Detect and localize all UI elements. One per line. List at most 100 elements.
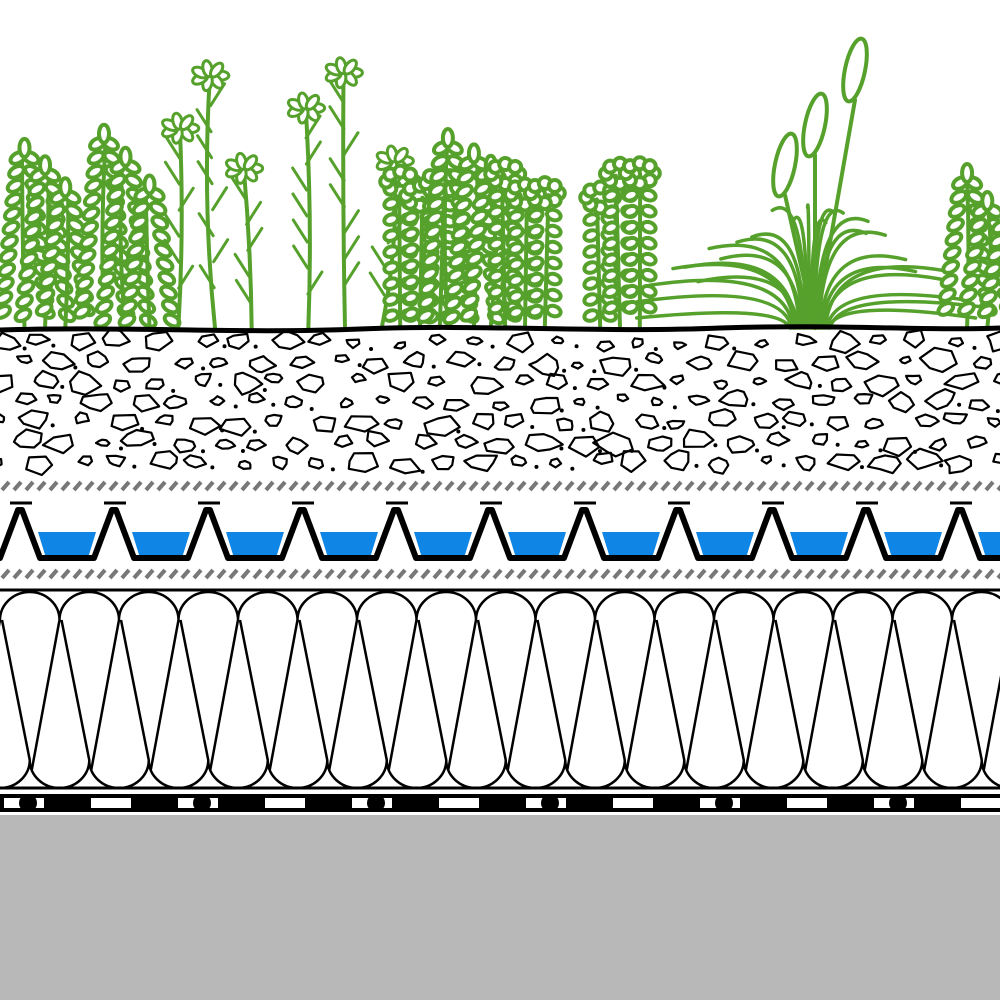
gravel-stone — [345, 338, 361, 350]
gravel-stone — [339, 397, 354, 409]
leaf — [418, 280, 438, 296]
fleece-hatch — [588, 568, 599, 580]
filter-fleece-layer — [0, 480, 1000, 492]
fleece-hatch — [972, 568, 983, 580]
plant-stem — [177, 264, 195, 290]
leaf — [21, 237, 41, 254]
gravel-stone — [863, 374, 900, 398]
gravel-stone — [312, 415, 337, 433]
leaf — [957, 301, 976, 317]
gravel-grain — [530, 424, 535, 429]
fleece-hatch — [720, 480, 731, 492]
leaf — [382, 196, 400, 211]
fleece-hatch — [792, 568, 803, 580]
leaf — [938, 287, 957, 303]
leaf — [449, 239, 469, 256]
gravel-stone — [233, 371, 264, 396]
fleece-hatch — [168, 480, 179, 492]
gravel-stone — [41, 433, 74, 455]
gravel-stone — [646, 435, 673, 452]
leaf — [466, 142, 481, 165]
gravel-stone — [112, 379, 131, 393]
plant-stem — [813, 98, 857, 330]
fleece-hatch — [180, 480, 191, 492]
fleece-hatch — [828, 480, 839, 492]
gravel-stone — [79, 393, 113, 413]
fleece-hatch — [912, 480, 923, 492]
leaf — [124, 172, 143, 189]
leaf — [527, 207, 545, 223]
fleece-hatch — [168, 568, 179, 580]
fleece-hatch — [768, 568, 779, 580]
gravel-stone — [781, 410, 807, 427]
leaf — [640, 235, 658, 251]
insulation-layer — [0, 588, 1000, 790]
gravel-stone — [986, 417, 1000, 428]
gravel-grain — [597, 449, 602, 454]
leaf — [470, 208, 489, 225]
gravel-stone — [70, 332, 97, 352]
grass-blade — [818, 254, 908, 330]
gravel-stone — [307, 457, 325, 470]
plant-stem — [163, 212, 181, 238]
gravel-stone — [588, 410, 615, 433]
leaf — [153, 242, 173, 259]
fleece-hatch — [576, 480, 587, 492]
gravel-stone — [760, 455, 773, 465]
gravel-stone — [616, 393, 630, 403]
fleece-hatch — [804, 568, 815, 580]
gravel-grain — [713, 443, 718, 448]
leaf — [402, 226, 420, 241]
leaf — [487, 300, 505, 316]
gravel-stone — [263, 372, 284, 384]
gravel-grain — [592, 369, 597, 374]
gravel-stone — [334, 354, 351, 364]
gravel-stone — [592, 451, 614, 465]
gravel-stone — [119, 428, 155, 447]
fleece-hatch — [924, 568, 935, 580]
gravel-stone — [811, 433, 829, 446]
gravel-grain — [233, 404, 238, 409]
membrane-gap — [439, 798, 479, 808]
leaf — [527, 239, 545, 255]
leaf — [79, 233, 98, 250]
leaf — [545, 207, 563, 223]
fleece-hatch — [216, 480, 227, 492]
leaf — [463, 264, 483, 281]
leaf — [602, 236, 620, 251]
fleece-hatch — [396, 480, 407, 492]
gravel-stone — [620, 450, 647, 473]
leaf — [19, 251, 39, 268]
leaf — [58, 176, 73, 199]
fleece-hatch — [864, 480, 875, 492]
gravel-stone — [493, 356, 516, 371]
fleece-hatch — [396, 568, 407, 580]
leaf — [467, 236, 486, 253]
leaf — [947, 203, 967, 219]
fleece-hatch — [156, 568, 167, 580]
sedum-plant — [578, 155, 662, 330]
fleece-hatch — [672, 480, 683, 492]
fleece-hatch — [456, 568, 467, 580]
leaf — [72, 303, 92, 320]
gravel-stone — [986, 330, 1000, 353]
gravel-stone — [149, 450, 179, 470]
grass-blade — [635, 293, 794, 330]
leaf — [527, 271, 545, 287]
fleece-hatch — [852, 568, 863, 580]
fleece-hatch — [312, 568, 323, 580]
gravel-stone — [454, 433, 479, 449]
leaf — [546, 178, 563, 195]
leaf — [582, 212, 600, 227]
fleece-hatch — [96, 480, 107, 492]
grass-blade — [719, 253, 803, 330]
fleece-hatch — [228, 480, 239, 492]
plant-stem — [204, 73, 217, 330]
plant-stem — [234, 278, 252, 304]
fleece-hatch — [192, 480, 203, 492]
gravel-grain — [653, 347, 658, 352]
gravel-stone — [77, 455, 94, 467]
leaf — [582, 308, 600, 323]
leaf — [105, 200, 124, 217]
leaf — [159, 284, 178, 301]
